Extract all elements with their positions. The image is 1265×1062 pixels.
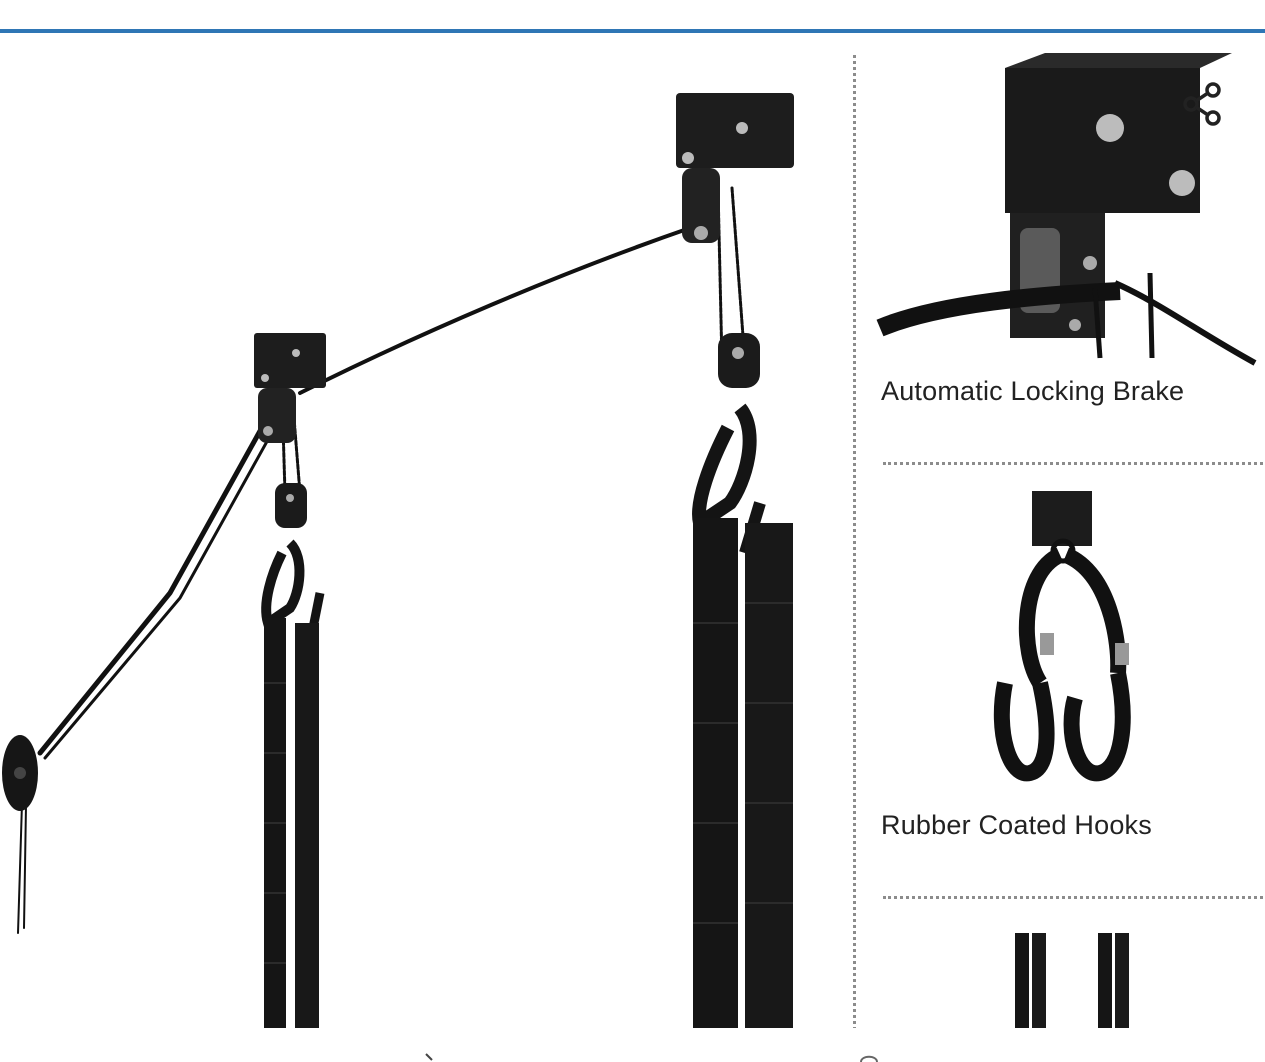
page-indicator-icon[interactable] — [858, 1052, 880, 1062]
feature-divider — [883, 462, 1263, 465]
chevron-left-icon[interactable] — [420, 1052, 440, 1062]
feature-straps[interactable] — [860, 913, 1265, 1028]
feature-caption: Automatic Locking Brake — [881, 376, 1185, 406]
panel-divider — [853, 55, 856, 1030]
main-product-image[interactable] — [0, 33, 850, 1028]
image-navigation-strip — [0, 1028, 1265, 1062]
hoist-illustration — [2, 93, 794, 1028]
feature-caption: Rubber Coated Hooks — [881, 810, 1152, 840]
locking-brake-image — [876, 53, 1257, 366]
feature-panel: Automatic Locking Brake Rubber Coated Ho… — [860, 33, 1265, 1028]
top-accent-bar — [0, 29, 1265, 33]
feature-rubber-hooks[interactable]: Rubber Coated Hooks — [860, 473, 1265, 873]
feature-divider — [883, 896, 1263, 899]
rubber-hooks-image — [993, 491, 1131, 782]
feature-locking-brake[interactable]: Automatic Locking Brake — [860, 33, 1265, 433]
share-button[interactable] — [1178, 78, 1230, 130]
straps-image — [1015, 933, 1129, 1028]
share-icon — [1183, 82, 1221, 126]
